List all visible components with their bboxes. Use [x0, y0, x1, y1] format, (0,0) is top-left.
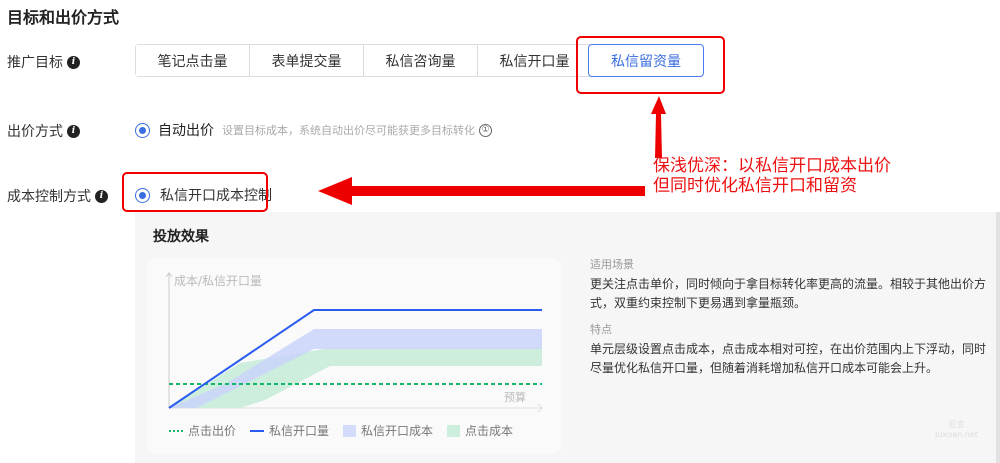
info-icon[interactable]: i	[95, 189, 108, 203]
chart-canvas: 成本/私信开口量 预算	[165, 272, 543, 413]
goal-option-dm-leads[interactable]: 私信留资量	[588, 44, 704, 77]
promotion-goal-segmented: 笔记点击量 表单提交量 私信咨询量 私信开口量 私信留资量	[135, 44, 704, 77]
scenario-title: 适用场景	[590, 258, 634, 271]
feature-text: 单元层级设置点击成本，点击成本相对可控，在出价范围内上下浮动，同时尽量优化私信开…	[590, 342, 987, 375]
scenario-text: 更关注点击单价，同时倾向于拿目标转化率更高的流量。相较于其他出价方式，双重约束控…	[590, 277, 987, 310]
auto-bid-label[interactable]: 自动出价	[158, 123, 214, 139]
effect-description: 适用场景 更关注点击单价，同时倾向于拿目标转化率更高的流量。相较于其他出价方式，…	[590, 256, 990, 386]
promotion-goal-label: 推广目标 i	[7, 52, 80, 72]
watermark: 巨宣 Juxuan.net	[935, 420, 978, 439]
auto-bid-hint: 设置目标成本，系统自动出价尽可能获更多目标转化	[222, 124, 475, 137]
highlight-box-goal	[576, 36, 725, 94]
x-axis-label: 预算	[504, 390, 526, 404]
goal-option-form-submits[interactable]: 表单提交量	[250, 45, 364, 76]
promotion-goal-text: 推广目标	[7, 55, 63, 71]
chart-legend: 点击出价 私信开口量 私信开口成本 点击成本	[169, 422, 513, 439]
arrow-up-icon	[651, 96, 666, 158]
arrow-left-icon	[318, 177, 645, 205]
y-axis-label: 成本/私信开口量	[174, 274, 262, 288]
effect-chart: 成本/私信开口量 预算 点击出价 私信开口量 私信开口成本 点击成本	[147, 258, 561, 454]
annotation-line-2: 但同时优化私信开口和留资	[653, 176, 857, 196]
effect-panel: 投放效果 成本/私信开口量 预算 点击出价 私信开口量 私信开口成本 点击成本 …	[135, 212, 1000, 463]
feature-title: 特点	[590, 323, 612, 336]
legend-dm-opens: 私信开口量	[250, 422, 329, 439]
effect-panel-title: 投放效果	[153, 229, 209, 245]
bid-method-text: 出价方式	[7, 124, 63, 140]
bid-method-label: 出价方式 i	[7, 121, 80, 141]
info-icon[interactable]: i	[67, 124, 80, 138]
annotation-line-1: 保浅优深：以私信开口成本出价	[653, 156, 891, 176]
highlight-box-cost	[122, 172, 268, 212]
goal-option-dm-opens[interactable]: 私信开口量	[478, 45, 592, 76]
legend-click-bid: 点击出价	[169, 422, 236, 439]
help-circle-icon[interactable]: ①	[479, 123, 492, 137]
dm-open-cost-label[interactable]: 私信开口成本控制	[160, 188, 272, 204]
goal-option-dm-inquiries[interactable]: 私信咨询量	[364, 45, 478, 76]
scrollbar[interactable]	[996, 212, 1000, 463]
legend-dm-open-cost: 私信开口成本	[343, 422, 433, 439]
legend-click-cost: 点击成本	[447, 422, 513, 439]
info-icon[interactable]: i	[67, 55, 80, 69]
section-title: 目标和出价方式	[7, 8, 120, 27]
dm-open-cost-radio[interactable]	[135, 187, 150, 203]
cost-control-label: 成本控制方式 i	[7, 186, 108, 206]
auto-bid-radio[interactable]	[135, 122, 150, 138]
cost-control-text: 成本控制方式	[7, 189, 91, 205]
annotation-text: 保浅优深：以私信开口成本出价 但同时优化私信开口和留资	[653, 156, 891, 196]
goal-option-note-clicks[interactable]: 笔记点击量	[136, 45, 250, 76]
cost-control-row: 私信开口成本控制	[135, 185, 272, 205]
bid-method-row: 自动出价 设置目标成本，系统自动出价尽可能获更多目标转化 ①	[135, 120, 492, 140]
